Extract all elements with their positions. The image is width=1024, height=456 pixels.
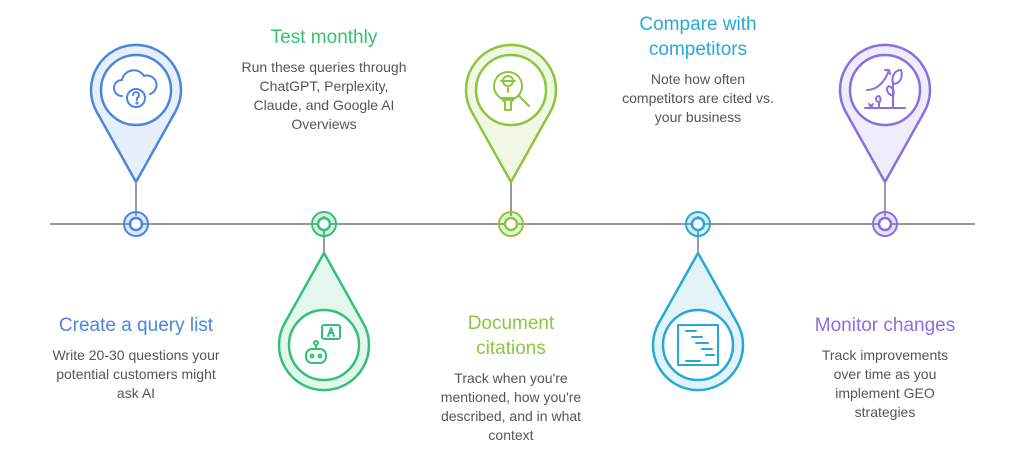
step-description: Note how often competitors are cited vs.…	[622, 71, 774, 125]
map-pin-5	[838, 43, 932, 185]
step-title: Test monthly	[270, 27, 378, 48]
step-compare-competitors: Compare with competitors Note how often …	[593, 12, 803, 127]
step-title: Compare with competitors	[639, 14, 757, 60]
cloud-question-icon	[113, 69, 158, 108]
timeline-node-2	[311, 211, 337, 237]
step-title: Document citations	[467, 313, 555, 359]
map-pin-1	[89, 43, 183, 185]
plant-growth-icon	[864, 69, 906, 109]
map-pin-3	[464, 43, 558, 185]
map-pin-2	[277, 250, 371, 392]
robot-chat-icon	[305, 324, 341, 364]
step-title: Create a query list	[58, 315, 214, 336]
step-description: Track when you're mentioned, how you're …	[440, 370, 582, 443]
map-pin-4	[651, 250, 745, 392]
step-description: Track improvements over time as you impl…	[821, 347, 949, 420]
step-document-citations: Document citations Track when you're men…	[406, 311, 616, 445]
step-monitor-changes: Monitor changes Track improvements over …	[780, 313, 990, 422]
step-test-monthly: Test monthly Run these queries through C…	[219, 25, 429, 134]
step-create-query-list: Create a query list Write 20-30 question…	[31, 313, 241, 403]
gantt-chart-icon	[677, 324, 719, 366]
step-title: Monitor changes	[814, 315, 956, 336]
timeline-node-4	[685, 211, 711, 237]
timeline-node-5	[872, 211, 898, 237]
timeline-node-1	[123, 211, 149, 237]
person-search-icon	[493, 71, 530, 111]
timeline-node-3	[498, 211, 524, 237]
step-description: Write 20-30 questions your potential cus…	[52, 347, 220, 401]
step-description: Run these queries through ChatGPT, Perpl…	[241, 59, 407, 132]
